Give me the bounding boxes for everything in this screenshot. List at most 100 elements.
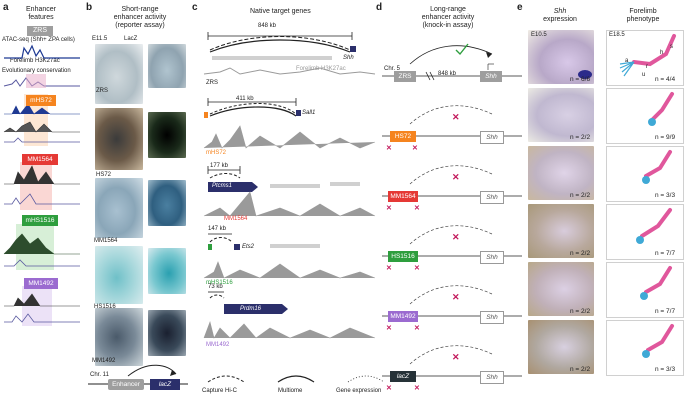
d-site-cross-icon-1a: ✕ [386, 145, 392, 152]
track-atac-label: ATAC-seq (Shh+ ZPA cells) [2, 37, 75, 43]
d-shh-1: Shh [480, 71, 502, 82]
b-label-mm1564: MM1564 [94, 238, 118, 244]
b-enhancer-box: Enhancer [108, 379, 144, 390]
panel-c-title: Native target genes [250, 8, 311, 15]
b-label-zrs: ZRS [96, 88, 108, 94]
hs1516-track2 [4, 259, 80, 267]
track-h3k27ac-label: Forelimb H3K27ac [10, 58, 60, 64]
e-n-expr-4: n = 2/2 [570, 250, 591, 257]
hs1516-box-a: mHS1516 [22, 215, 58, 226]
e-n-expr-6: n = 2/2 [570, 366, 591, 373]
limb-mm1564 [148, 180, 186, 226]
mm1564-highlight [20, 162, 52, 210]
d-distance: 848 kb [438, 71, 457, 77]
e-shh-spot [578, 70, 592, 79]
d-site-cross-icon-3a: ✕ [386, 265, 392, 272]
e-n-pheno-1: n = 4/4 [655, 76, 676, 83]
b-chr-label: Chr. 11 [90, 372, 109, 378]
c-elem-zrs: ZRS [206, 80, 218, 86]
limb-hs72 [148, 112, 186, 158]
e-n-expr-2: n = 2/2 [570, 134, 591, 141]
limb-zrs [148, 44, 186, 88]
d-site-cross-icon-4a: ✕ [386, 325, 392, 332]
d-shh-6: Shh [480, 371, 504, 384]
e-expr-2 [528, 88, 594, 142]
panel-b-letter: b [86, 2, 93, 13]
d-site-cross-icon-3b: ✕ [414, 265, 420, 272]
b-lacz-box: lacZ [150, 379, 180, 390]
d-site-cross-icon-4b: ✕ [414, 325, 420, 332]
e-n-pheno-6: n = 3/3 [655, 366, 676, 373]
d-cross-icon-3: ✕ [452, 232, 460, 242]
panel-c-letter: c [192, 2, 198, 13]
panel-d-title-line2: enhancer activity [421, 14, 475, 21]
limb-hs1516 [148, 248, 186, 294]
b-stage-label: E11.5 [92, 36, 108, 42]
c-dist-147: 147 kb [208, 226, 227, 232]
d-box-lacz: lacZ [390, 371, 416, 382]
mm1492-track1 [4, 293, 80, 307]
d-site-cross-icon-1b: ✕ [412, 145, 418, 152]
hs1516-track1 [3, 233, 80, 255]
panel-e-letter: e [517, 2, 523, 13]
embryo-hs1516 [95, 246, 143, 304]
c-gene-ptcms1: Ptcms1 [212, 183, 233, 189]
d-site-cross-icon-2b: ✕ [414, 205, 420, 212]
b-label-mm1492: MM1492 [92, 358, 116, 364]
e-skeleton-5 [640, 266, 672, 300]
panel-b-title-line2: enhancer activity [113, 14, 167, 21]
e-n-pheno-5: n = 7/7 [655, 308, 676, 315]
d-shh-4: Shh [480, 251, 504, 264]
d-box-hs1516: HS1516 [388, 251, 418, 262]
e-skeletons [619, 34, 676, 358]
panel-d-title-line3: (knock-in assay) [422, 22, 474, 29]
c-dist-848: 848 kb [258, 23, 277, 29]
panel-d-diagrams [382, 43, 522, 377]
e-bone-h: h [660, 50, 664, 56]
panel-d-title: Long-range enhancer activity (knock-in a… [400, 6, 496, 30]
panel-d-letter: d [376, 2, 383, 13]
b-label-hs72: HS72 [96, 172, 112, 178]
d-shh-3: Shh [480, 191, 504, 204]
c-elem-hs72: mHS72 [206, 150, 227, 156]
e-n-expr-5: n = 2/2 [570, 308, 591, 315]
e-col1-line1: Shh [553, 8, 567, 15]
limb-mm1492 [148, 310, 186, 356]
panel-c-tracks [203, 32, 376, 339]
e-expr-5 [528, 262, 594, 316]
panel-a-letter: a [3, 2, 9, 13]
embryo-mm1492 [95, 308, 143, 366]
embryo-mm1564 [95, 178, 143, 238]
d-box-zrs: ZRS [394, 71, 416, 82]
c-dist-411: 411 kb [236, 96, 254, 102]
panel-a-title-line1: Enhancer [26, 6, 56, 13]
e-col2-title: Forelimb phenotype [605, 8, 681, 24]
e-skeleton-4 [636, 208, 672, 244]
e-skeleton-3 [642, 150, 672, 184]
panel-b-title-line1: Short-range [121, 6, 159, 13]
mm1492-track2 [4, 313, 80, 323]
hs72-track3 [4, 137, 80, 143]
d-site-cross-icon-2a: ✕ [386, 205, 392, 212]
e-bone-a: a [625, 58, 629, 64]
e-col2-line1: Forelimb [629, 8, 657, 15]
c-gene-prdm16: Prdm16 [240, 306, 262, 312]
e-col1-line2: expression [543, 16, 577, 23]
panel-a-tracks [3, 44, 80, 326]
d-shh-5: Shh [480, 311, 504, 324]
panel-b-title: Short-range enhancer activity (reporter … [95, 6, 185, 30]
legend-capture-hic: Capture Hi-C [202, 388, 238, 394]
legend-multiome: Multiome [278, 388, 303, 394]
d-cross-icon-5: ✕ [452, 352, 460, 362]
panel-a-title: Enhancer features [12, 6, 70, 22]
e-pheno-3 [606, 146, 684, 202]
c-legend-icons [207, 375, 385, 383]
c-elem-mm1564-label: MM1564 [224, 216, 248, 222]
embryo-hs72 [95, 108, 143, 170]
e-expr-6 [528, 320, 594, 374]
e-skeleton-6 [642, 324, 674, 358]
d-site-cross-icon-5a: ✕ [386, 385, 392, 392]
c-dist-73: 73 kb [208, 284, 223, 290]
mm1564-track1 [4, 165, 80, 185]
c-track-label: Forelimb H3K27ac [296, 66, 346, 72]
